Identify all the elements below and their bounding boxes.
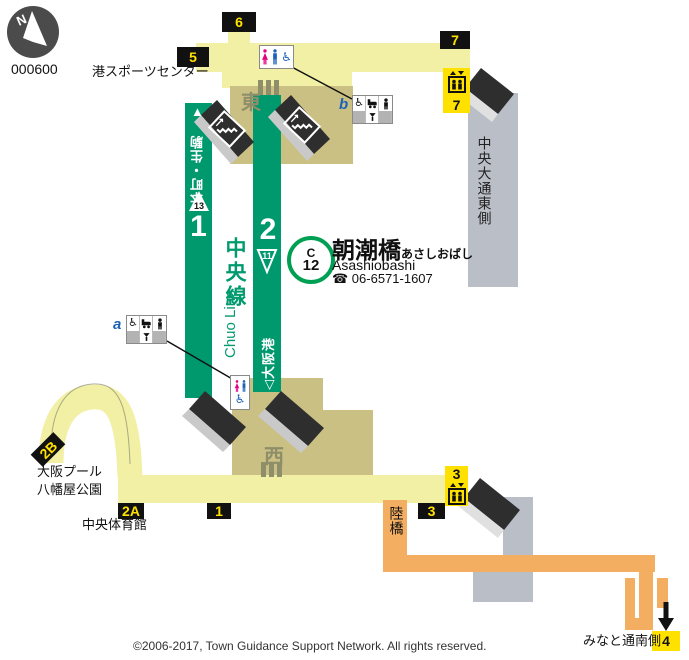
wheelchair-icon: ♿: [234, 392, 246, 406]
street-bottom-right-lower: [473, 566, 533, 602]
route-orange-u-left: [625, 578, 635, 630]
label-chuo-odori-east: 中央大通東側: [476, 136, 493, 226]
exit-7-elevator: [443, 68, 470, 96]
station-title: 朝潮橋あさしおばし: [332, 231, 473, 265]
toilet-west: ♿: [230, 375, 250, 410]
facility-a-icons: ♿: [126, 315, 167, 344]
east-concourse-label: 東: [241, 92, 261, 114]
platform-2-destination: ◁大阪港: [261, 337, 276, 390]
man-icon: [242, 380, 245, 392]
exit-2b-path: [38, 384, 143, 478]
exit-7-level-badge: 7: [443, 96, 470, 113]
escalator-icon: [282, 105, 322, 145]
route-orange-u-right: [657, 578, 668, 608]
station-number-badge: C 12: [287, 236, 335, 284]
woman-icon: [262, 48, 269, 64]
label-yahataya-park: 八幡屋公園: [37, 482, 103, 497]
route-orange-u-center: [639, 572, 653, 618]
compass-icon: N: [7, 6, 59, 58]
wheelchair-icon: ♿: [127, 316, 140, 331]
exit-3-badge: 3: [418, 503, 445, 519]
exit-1-badge: 1: [207, 503, 231, 519]
wheelchair-icon: ♿: [353, 96, 366, 111]
compass-code: 000600: [11, 61, 58, 77]
exit-3-level-badge: 3: [445, 466, 468, 481]
platform-2-car-count-sign: 11: [256, 249, 278, 275]
elevator-icon: [447, 482, 466, 505]
facility-b-connector-line: [287, 64, 353, 100]
line-name-ja: 中央線: [223, 237, 246, 309]
svg-text:13: 13: [194, 201, 204, 211]
facility-b-label: b: [339, 96, 349, 113]
label-sports-center: 港スポーツセンター: [92, 64, 209, 79]
platform-1-direction-arrow: ▲: [191, 104, 204, 119]
west-stairs-mark: [261, 462, 282, 477]
line-name-en: Chuo Line: [222, 289, 239, 358]
station-name-ja: 朝潮橋: [332, 237, 401, 263]
exit-7-badge: 7: [440, 31, 470, 49]
stroller-icon: [366, 96, 379, 111]
facility-a-connector-line: [166, 340, 235, 381]
west-stair-ramp-1: [189, 391, 246, 445]
label-minato-dori-south: みなと通南側: [583, 633, 662, 648]
east-stairs-mark: [258, 80, 279, 95]
station-name-kana: あさしおばし: [401, 247, 474, 261]
corridor-top-down: [222, 71, 352, 88]
platform-2-bar: [253, 95, 281, 392]
facility-a-label: a: [113, 316, 122, 333]
route-orange-horizontal: [383, 555, 655, 572]
woman-icon: [234, 380, 239, 392]
line-letter: C: [306, 245, 316, 260]
wheelchair-icon: ♿: [281, 50, 292, 64]
platform-1-number: 1: [190, 210, 207, 243]
station-number: 12: [302, 256, 320, 274]
platform-1-car-count-sign: 13: [189, 191, 209, 211]
exit-4-arrow-icon: [658, 602, 674, 631]
exit-2a-badge: 2A: [118, 503, 144, 519]
ostomate-icon: [140, 331, 153, 343]
corridor-bottom: [118, 475, 448, 503]
svg-text:11: 11: [262, 251, 272, 261]
person-icon: [153, 316, 166, 331]
station-phone: ☎ 06-6571-1607: [332, 271, 433, 286]
station-name-en: Asashiobashi: [332, 257, 416, 273]
exit-4-badge: 4: [652, 631, 680, 651]
platform-2-number: 2: [259, 213, 277, 246]
ostomate-icon: [366, 111, 379, 123]
exit-6-badge: 6: [222, 12, 256, 32]
exit-3-elevator: [445, 481, 468, 506]
stroller-icon: [140, 316, 153, 331]
corridor-exit6-stub: [228, 30, 250, 44]
man-icon: [273, 48, 277, 64]
label-osaka-pool: 大阪プール: [37, 464, 103, 479]
escalator-icon: [207, 109, 247, 149]
copyright: ©2006-2017, Town Guidance Support Networ…: [133, 639, 487, 653]
facility-b-icons: ♿: [352, 95, 393, 124]
label-chuo-gym: 中央体育館: [82, 517, 148, 532]
elevator-icon: [447, 71, 466, 93]
corridor-top: [196, 43, 470, 72]
person-icon: [379, 96, 392, 111]
west-stair-ramp-2: [265, 391, 324, 446]
exit-7-ramp: [465, 68, 514, 114]
label-overpass: 陸橋: [388, 506, 405, 536]
exit-5-badge: 5: [177, 47, 209, 67]
exit-3-ramp: [464, 478, 520, 530]
street-chuo-odori-east: [468, 93, 518, 287]
route-orange-u-bottom: [625, 618, 653, 630]
platform-1-bar: [185, 103, 212, 398]
toilet-north: ♿: [259, 45, 294, 69]
